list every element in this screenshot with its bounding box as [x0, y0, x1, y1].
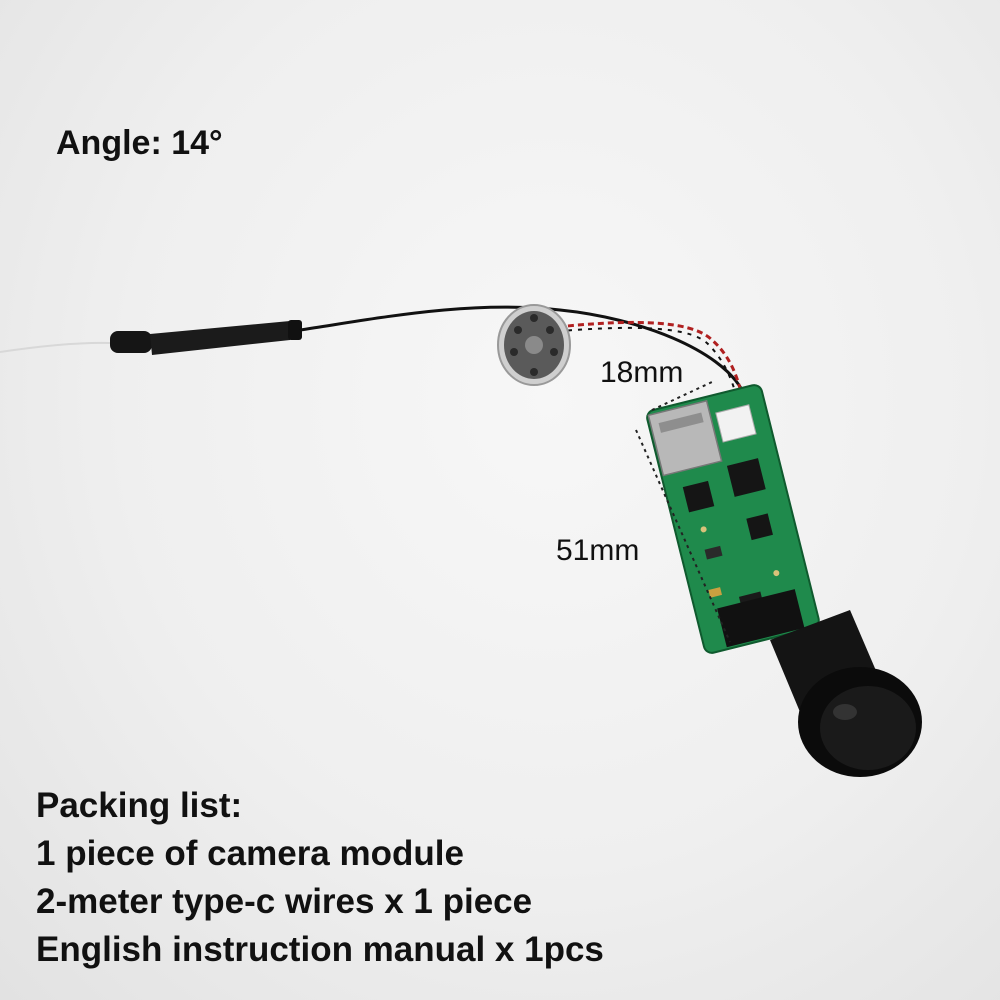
- camera-lens: [770, 610, 922, 777]
- packing-list-item: 2-meter type-c wires x 1 piece: [36, 882, 533, 921]
- packing-list-title: Packing list:: [36, 786, 243, 825]
- packing-list-item: 1 piece of camera module: [36, 834, 464, 873]
- antenna: [110, 320, 302, 355]
- packing-list: Packing list: 1 piece of camera module 2…: [36, 782, 604, 974]
- width-dimension-label: 18mm: [600, 356, 684, 389]
- angle-label: Angle: 14°: [56, 124, 223, 162]
- camera-pcb: [646, 384, 820, 654]
- speaker: [497, 304, 571, 386]
- packing-list-item: English instruction manual x 1pcs: [36, 930, 604, 969]
- antenna-cable: [299, 305, 744, 391]
- antenna-wire: [0, 341, 113, 353]
- length-dimension-label: 51mm: [556, 534, 640, 567]
